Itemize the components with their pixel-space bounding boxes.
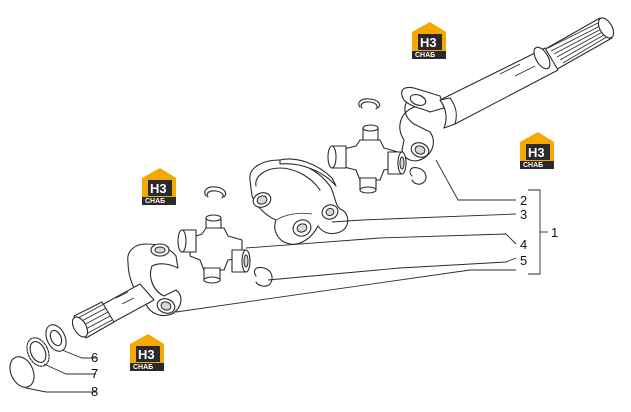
upper-axle-shaft [399, 17, 615, 162]
watermark-logo-2: H3 CHAБ [520, 132, 554, 169]
thrust-washer-6 [45, 324, 67, 352]
svg-text:CHAБ: CHAБ [523, 162, 543, 169]
lower-stub-shaft [71, 243, 182, 339]
upper-shaft-splines [539, 17, 615, 73]
leader-lines [25, 159, 548, 393]
svg-text:H3: H3 [138, 347, 155, 362]
center-coupling-yoke [249, 158, 349, 245]
callout-1: 1 [551, 225, 558, 240]
seal-ring-8 [9, 356, 35, 388]
callout-5: 5 [520, 253, 527, 268]
svg-text:H3: H3 [150, 181, 167, 196]
toothed-washer-7 [26, 337, 50, 367]
lower-universal-joint-cross [177, 186, 273, 287]
callout-2: 2 [520, 193, 527, 208]
upper-snap-ring-right [409, 167, 427, 185]
callout-numbers: 2 3 4 5 1 6 7 8 [91, 193, 558, 399]
svg-text:CHAБ: CHAБ [133, 364, 153, 371]
svg-text:H3: H3 [528, 145, 545, 160]
callout-3: 3 [520, 207, 527, 222]
upper-shaft-yoke [399, 86, 457, 162]
callout-7: 7 [91, 366, 98, 381]
callout-4: 4 [520, 237, 527, 252]
watermark-logo-1: H3 CHAБ [412, 22, 446, 59]
callout-6: 6 [91, 350, 98, 365]
svg-text:CHAБ: CHAБ [415, 52, 435, 59]
watermark-logo-4: H3 CHAБ [130, 334, 164, 371]
svg-text:CHAБ: CHAБ [145, 198, 165, 205]
callout-8: 8 [91, 384, 98, 399]
svg-text:H3: H3 [420, 35, 437, 50]
watermark-logo-3: H3 CHAБ [142, 168, 176, 205]
upper-universal-joint-cross [327, 98, 427, 194]
lower-snap-ring-right [253, 266, 273, 287]
